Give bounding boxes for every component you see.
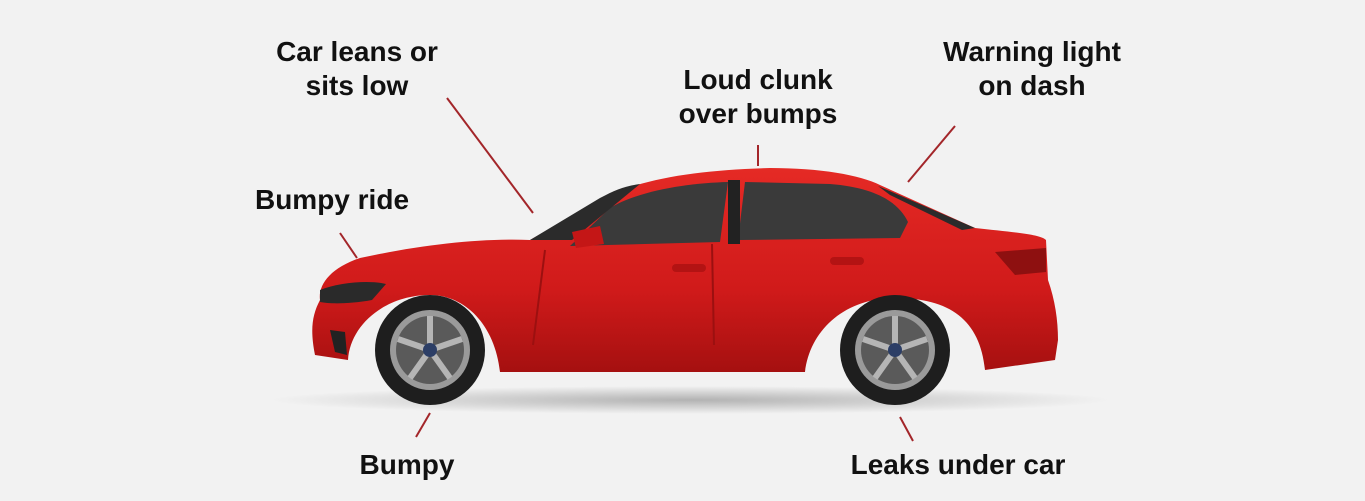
side-mirror	[572, 226, 604, 248]
label-bumpy: Bumpy	[359, 449, 455, 480]
label-leaks: Leaks under car	[850, 449, 1066, 480]
label-bumpy-ride: Bumpy ride	[254, 184, 410, 215]
rear-wheel	[840, 295, 950, 405]
rear-window	[878, 186, 975, 230]
label-car-leans: Car leans or sits low	[276, 35, 438, 103]
label-warning-light: Warning light on dash	[943, 35, 1121, 103]
leader-line-bumpy	[415, 412, 431, 438]
label-line: sits low	[305, 70, 409, 101]
door-handle	[830, 257, 864, 265]
leader-line-warning	[907, 125, 956, 183]
front-side-window	[570, 182, 728, 246]
label-line: Warning light	[943, 36, 1121, 67]
windshield	[530, 184, 640, 240]
b-pillar	[728, 180, 740, 244]
front-wheel	[375, 295, 485, 405]
leader-line-leaks	[899, 416, 914, 442]
rear-side-window	[738, 182, 908, 240]
leader-line-bumpy-ride	[339, 232, 358, 259]
leader-line-leans	[446, 97, 534, 214]
door-line	[711, 243, 715, 346]
headlight	[320, 282, 386, 304]
label-line: over bumps	[678, 98, 838, 129]
label-line: Loud clunk	[683, 64, 833, 95]
front-bumper-vent	[330, 330, 347, 355]
door-line-front	[532, 249, 546, 346]
label-loud-clunk: Loud clunk over bumps	[679, 63, 838, 131]
taillight	[995, 248, 1046, 275]
door-handle	[672, 264, 706, 272]
label-line: on dash	[978, 70, 1086, 101]
label-line: Car leans or	[276, 36, 438, 67]
